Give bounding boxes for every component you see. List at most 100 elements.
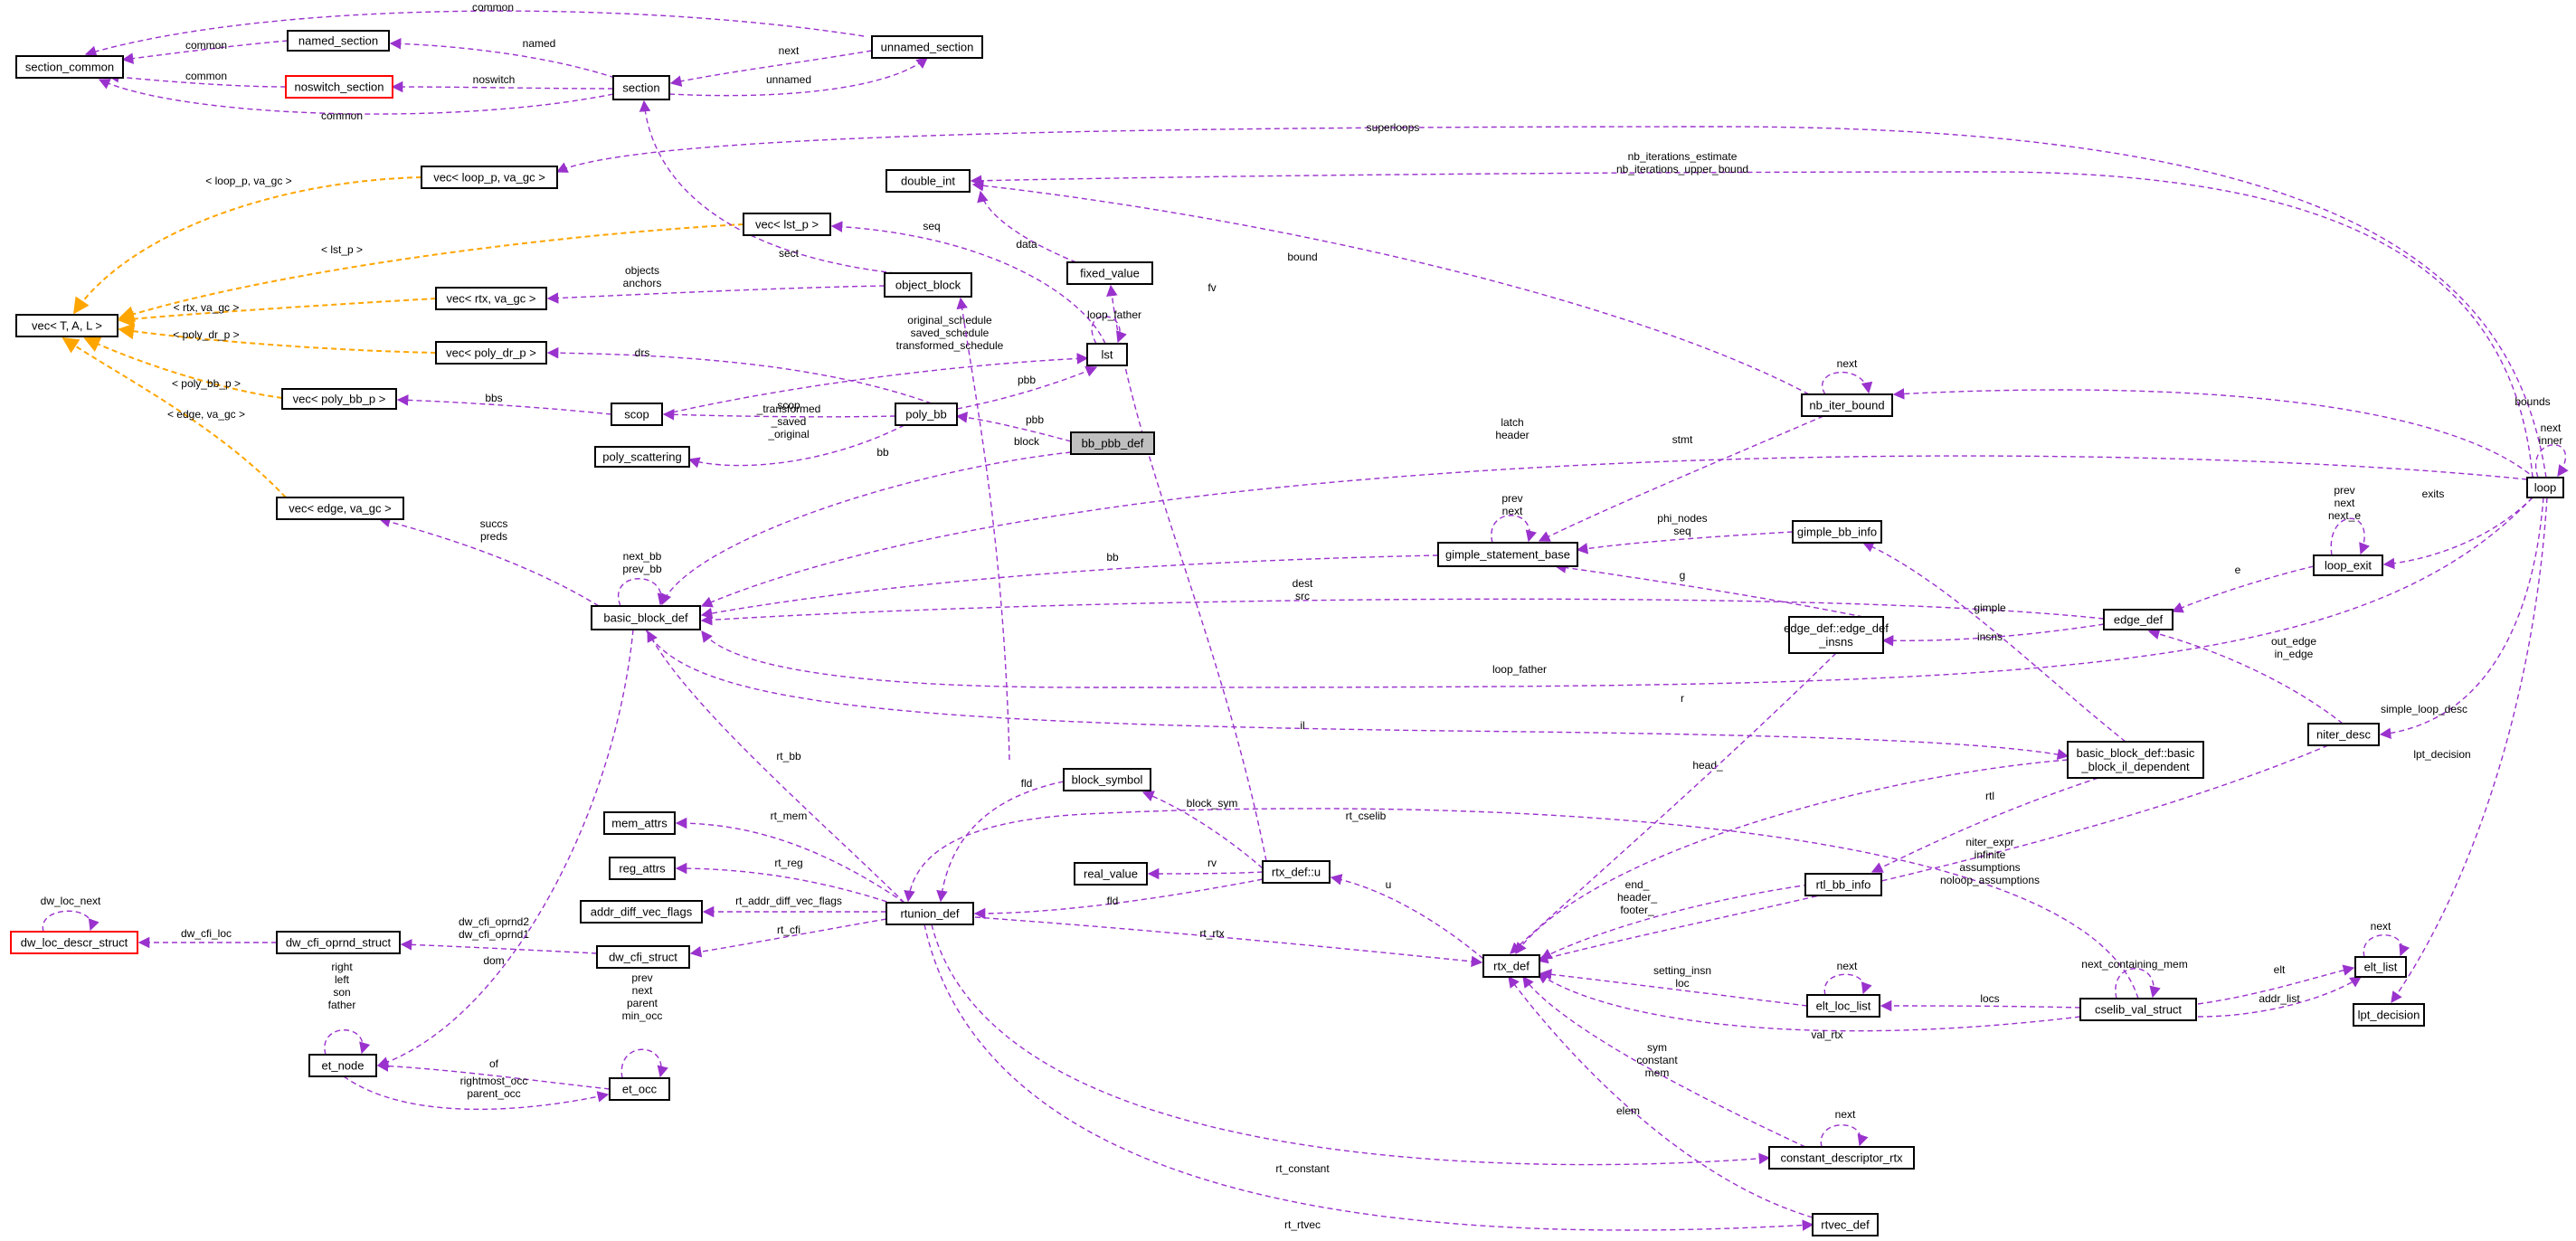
node-label: cselib_val_struct [2095, 1003, 2182, 1017]
node-vec-lst[interactable]: vec< lst_p > [743, 213, 831, 236]
node-rtx-def-u[interactable]: rtx_def::u [1262, 860, 1331, 884]
edge-label: bb [1106, 551, 1119, 564]
node-constant-desc[interactable]: constant_descriptor_rtx [1768, 1146, 1915, 1170]
edge-line [376, 1060, 611, 1090]
node-rtl-bb-info[interactable]: rtl_bb_info [1804, 873, 1882, 896]
node-et-node[interactable]: et_node [308, 1054, 377, 1077]
edge-sect: sect [639, 99, 896, 274]
node-dw-cfi-oprnd[interactable]: dw_cfi_oprnd_struct [276, 931, 401, 954]
node-named-section[interactable]: named_section [287, 30, 390, 52]
edge-addr: rt_addr_diff_vec_flags [702, 895, 886, 918]
node-lpt-decision[interactable]: lpt_decision [2353, 1003, 2425, 1027]
node-elt-list[interactable]: elt_list [2354, 956, 2407, 978]
edge-label: rt_rtx [1199, 927, 1224, 940]
edges-layer: commoncommoncommoncommonnamednoswitchnex… [41, 1, 2569, 1231]
node-et-occ[interactable]: et_occ [609, 1077, 670, 1101]
node-loop[interactable]: loop [2526, 477, 2564, 498]
node-vec-loop[interactable]: vec< loop_p, va_gc > [421, 166, 558, 189]
edge-line [2535, 444, 2569, 478]
node-edge-def-insns[interactable]: edge_def::edge_def_insns [1784, 616, 1889, 654]
edge-label: next [779, 44, 800, 57]
node-label: vec< rtx, va_gc > [447, 292, 536, 306]
node-dw-loc-descr[interactable]: dw_loc_descr_struct [10, 931, 138, 954]
node-bb-il-dep[interactable]: basic_block_def::basic_block_il_dependen… [2067, 741, 2204, 779]
node-rtvec-def[interactable]: rtvec_def [1812, 1213, 1879, 1236]
node-bb-pbb-def[interactable]: bb_pbb_def [1070, 431, 1155, 455]
node-niter-desc[interactable]: niter_desc [2307, 723, 2380, 746]
node-unnamed-section[interactable]: unnamed_section [871, 35, 983, 59]
edge-label: fv [1208, 281, 1216, 294]
edge-label: fld [1107, 895, 1119, 907]
edge-label: block_sym [1187, 797, 1238, 810]
node-elt-loc-list[interactable]: elt_loc_list [1806, 994, 1880, 1018]
edge-el-next: next [2363, 920, 2410, 958]
edge-block-sym: block_sym [1141, 791, 1264, 869]
edge-rv: rv [1147, 857, 1264, 880]
edge-label: < lst_p > [321, 243, 363, 256]
node-label: loop [2534, 481, 2557, 495]
node-box [435, 341, 547, 365]
node-box [308, 1054, 377, 1077]
node-basic-block-def[interactable]: basic_block_def [591, 605, 701, 630]
edge-insns: insns [1881, 623, 2105, 647]
node-cselib[interactable]: cselib_val_struct [2079, 998, 2197, 1021]
node-box [886, 902, 974, 925]
edge-label: block [1014, 435, 1040, 448]
edge-line [701, 497, 2533, 688]
node-object-block[interactable]: object_block [884, 272, 972, 298]
node-poly-bb[interactable]: poly_bb [895, 403, 958, 426]
node-nb-iter-bound[interactable]: nb_iter_bound [1801, 393, 1893, 417]
node-addr-diff[interactable]: addr_diff_vec_flags [580, 900, 703, 924]
edge-line [118, 298, 437, 327]
node-section-common[interactable]: section_common [15, 55, 124, 79]
node-double-int[interactable]: double_int [886, 169, 971, 193]
edge-label: parent_occ [467, 1087, 520, 1100]
node-label: addr_diff_vec_flags [591, 905, 693, 919]
node-reg-attrs[interactable]: reg_attrs [609, 857, 676, 880]
node-vec-rtx[interactable]: vec< rtx, va_gc > [435, 287, 547, 310]
node-vec-poly-dr[interactable]: vec< poly_dr_p > [435, 341, 547, 365]
node-vec-t[interactable]: vec< T, A, L > [15, 314, 118, 337]
edge-label: prev [1501, 492, 1522, 505]
node-gimple-statement-base[interactable]: gimple_statement_base [1437, 542, 1578, 567]
node-fixed-value[interactable]: fixed_value [1066, 261, 1153, 285]
edge-label: bb [876, 446, 889, 459]
node-noswitch-section[interactable]: noswitch_section [285, 75, 393, 99]
node-scop[interactable]: scop [611, 403, 663, 426]
node-dw-cfi-struct[interactable]: dw_cfi_struct [596, 945, 690, 969]
edge-line [700, 554, 1439, 620]
edge-line [1820, 1124, 1869, 1148]
edge-label: next [1837, 357, 1858, 370]
edge-label: insns [1977, 630, 2003, 643]
node-rtx-def[interactable]: rtx_def [1482, 954, 1540, 978]
node-vec-poly-bb[interactable]: vec< poly_bb_p > [281, 388, 397, 410]
node-block-symbol[interactable]: block_symbol [1063, 768, 1151, 791]
node-rtunion-def[interactable]: rtunion_def [886, 902, 974, 925]
node-mem-attrs[interactable]: mem_attrs [603, 811, 676, 835]
node-label: loop_exit [2325, 559, 2372, 573]
edge-label: < poly_bb_p > [172, 377, 241, 390]
node-gimple-bb-info[interactable]: gimple_bb_info [1792, 520, 1882, 544]
edge-drs: drs [546, 346, 933, 404]
edge-line [1330, 874, 1484, 960]
node-real-value[interactable]: real_value [1074, 862, 1148, 886]
node-poly-scattering[interactable]: poly_scattering [594, 446, 690, 468]
edge-label: gimple [1974, 602, 2006, 614]
edge-label: named [523, 37, 556, 50]
edge-inh-lst: < lst_p > [118, 223, 744, 322]
edge-line [1141, 791, 1264, 869]
node-section[interactable]: section [612, 75, 670, 100]
node-vec-edge[interactable]: vec< edge, va_gc > [276, 497, 404, 520]
node-edge-def[interactable]: edge_def [2103, 609, 2174, 630]
node-loop-exit[interactable]: loop_exit [2313, 554, 2383, 576]
node-lst[interactable]: lst [1086, 343, 1128, 366]
node-box [1066, 261, 1153, 285]
edge-label: constant [1636, 1054, 1678, 1066]
node-label: edge_def::edge_def [1784, 621, 1889, 635]
edge-label: loc [1675, 977, 1689, 990]
edge-rt-rtvec: rt_rtvec [923, 924, 1814, 1231]
